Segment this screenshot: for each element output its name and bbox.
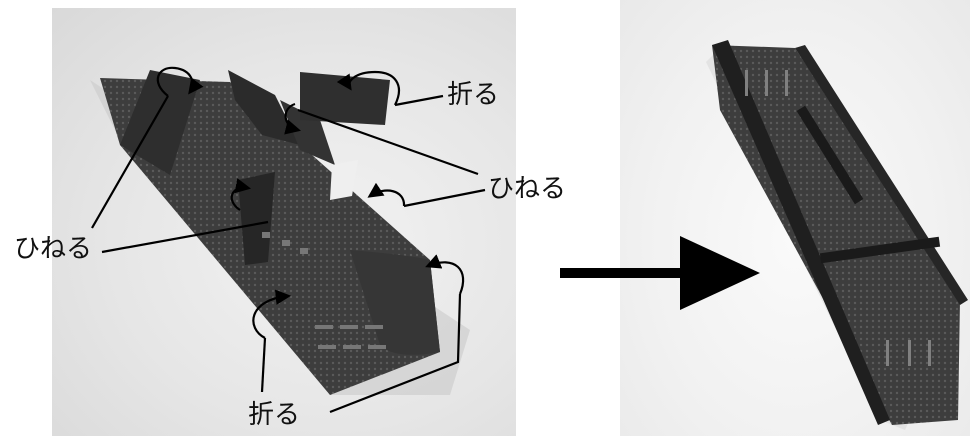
left-part-object xyxy=(90,70,470,395)
label-twist-right: ひねる xyxy=(488,174,567,204)
right-part-object xyxy=(706,40,968,430)
annotation-leaders xyxy=(91,66,486,414)
label-twist-left: ひねる xyxy=(14,234,93,264)
label-fold-bottom: 折る xyxy=(248,400,301,430)
label-fold-top-right: 折る xyxy=(447,80,500,110)
transition-arrow xyxy=(560,236,760,310)
